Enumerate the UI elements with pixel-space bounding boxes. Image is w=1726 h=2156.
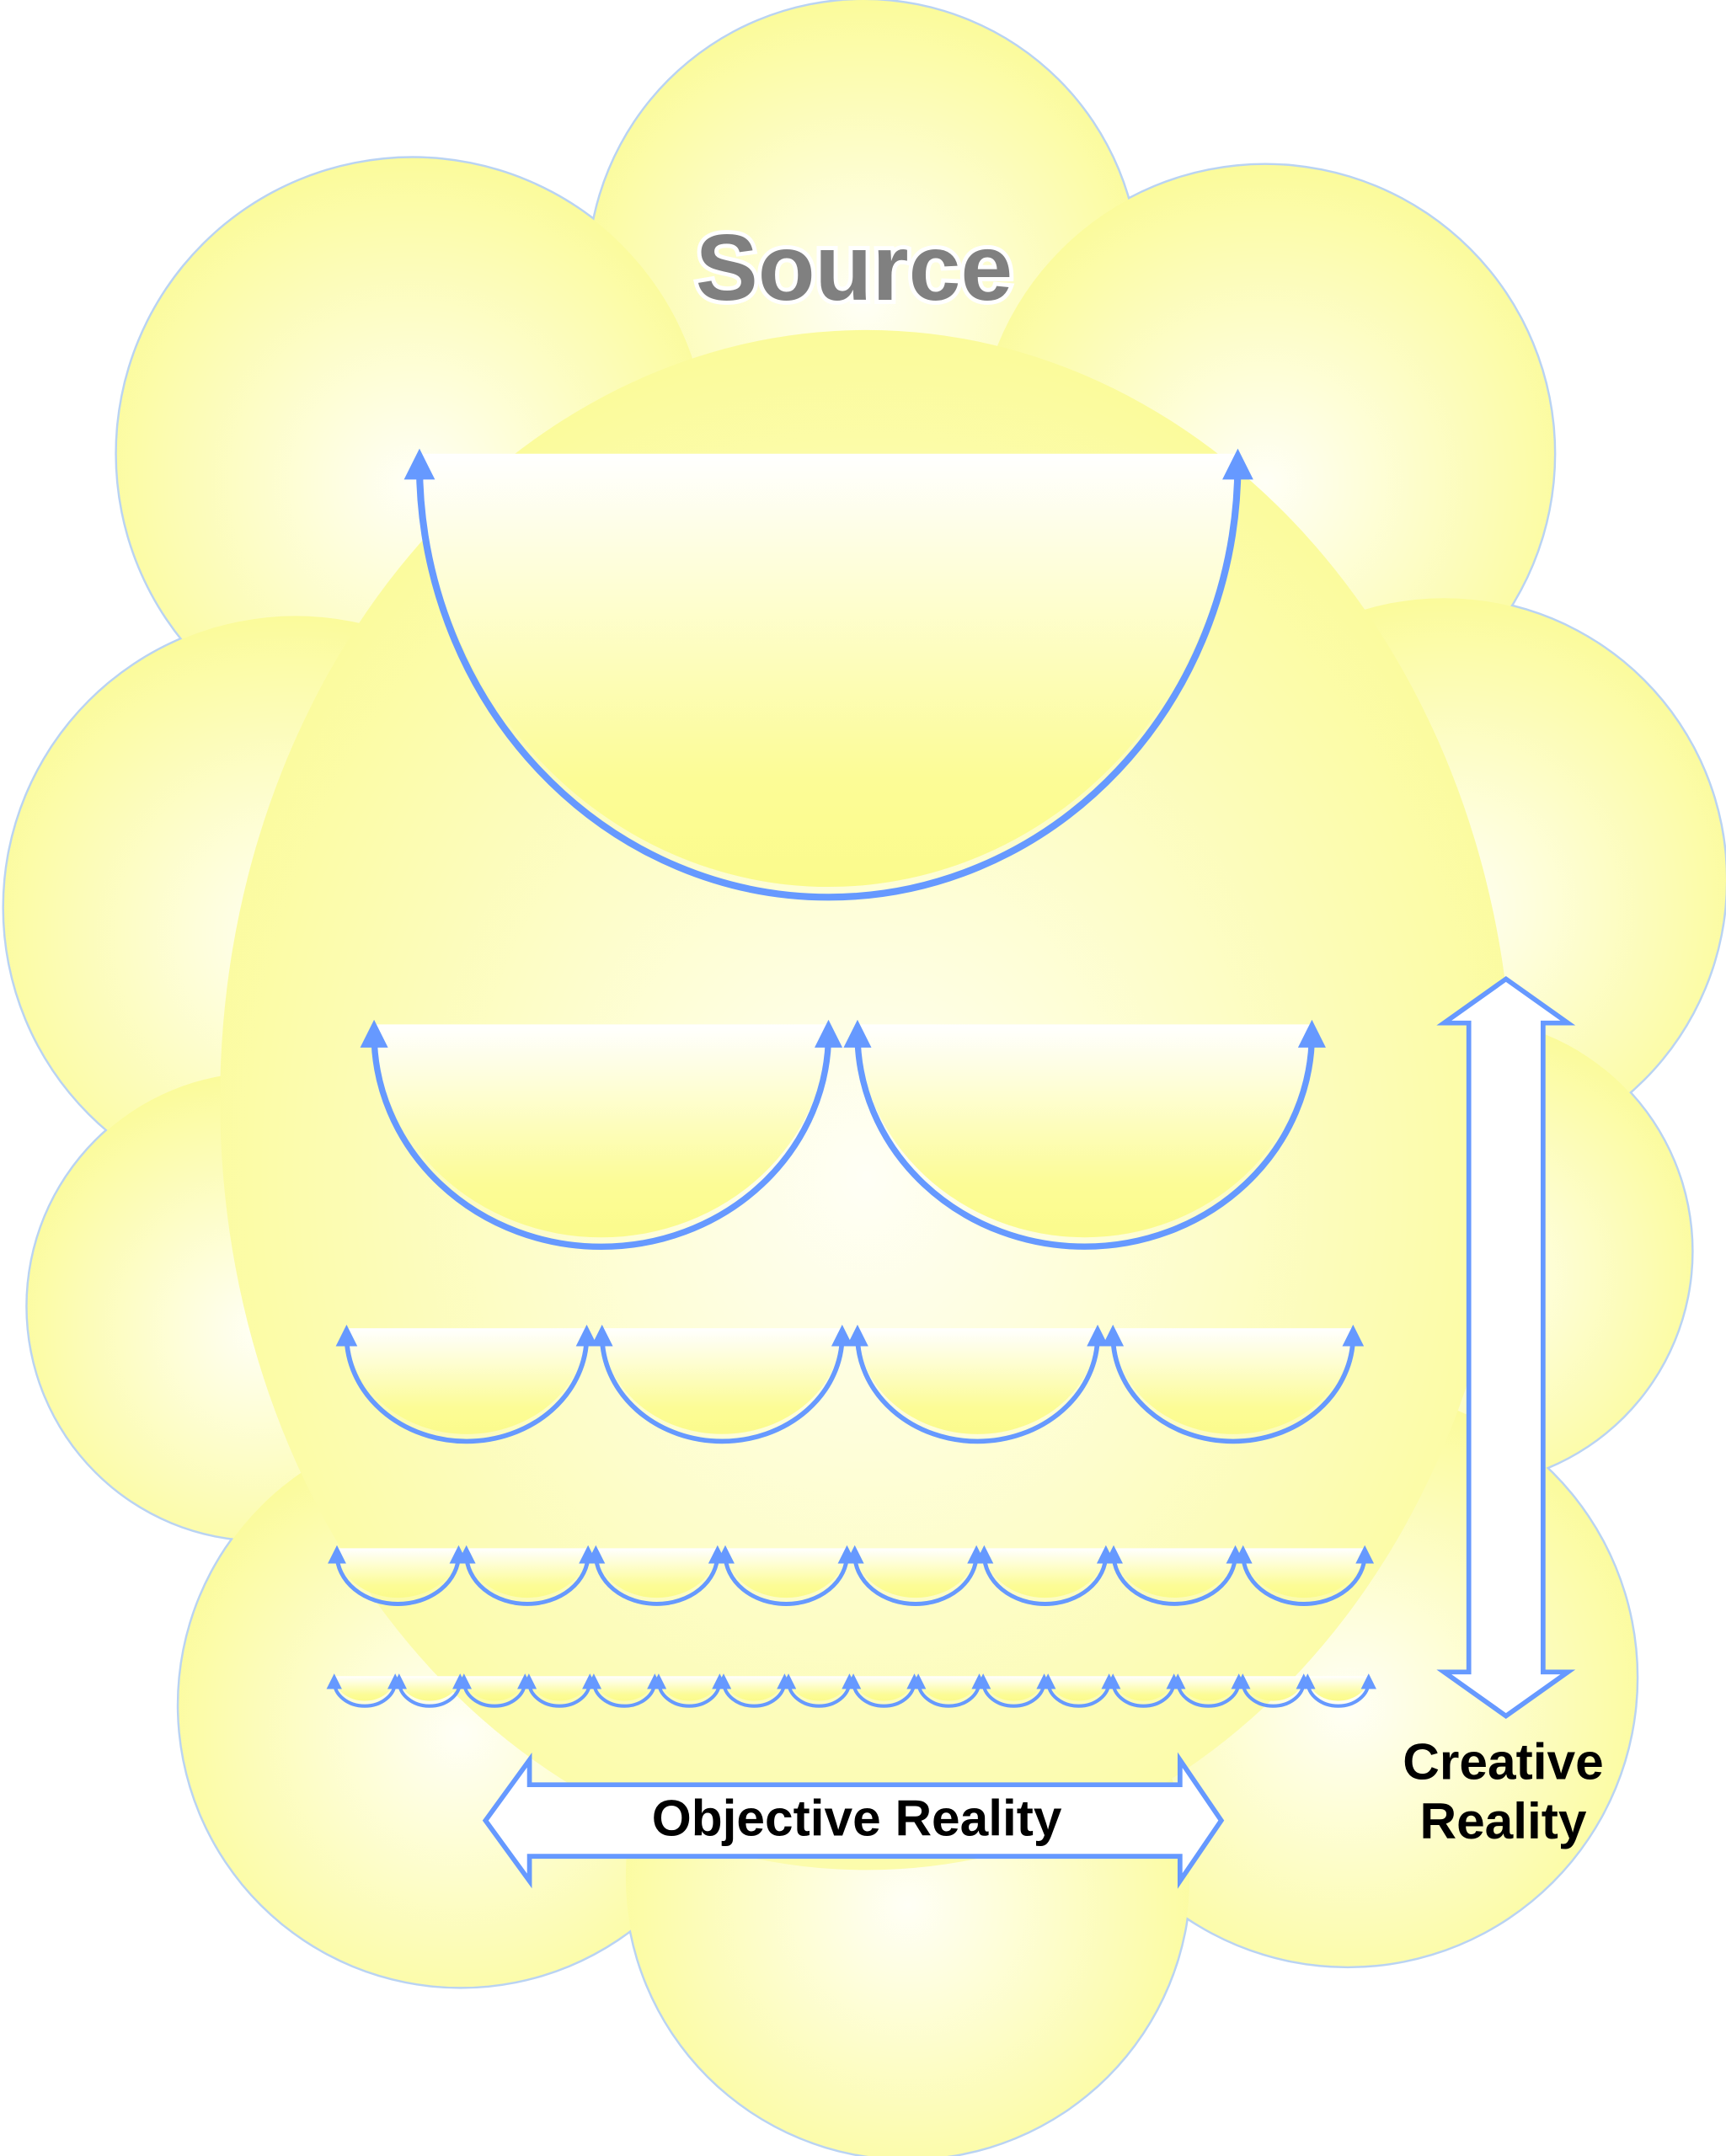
cycle-bowl	[1113, 1328, 1354, 1434]
cycle-arrow	[715, 1673, 793, 1708]
cycle-arrow	[975, 1545, 1115, 1606]
cycle-arrow	[1105, 1673, 1182, 1708]
cycle-bowl	[857, 1024, 1312, 1238]
cycle-arrow	[1300, 1673, 1376, 1708]
cycle-arrow	[328, 1545, 468, 1606]
cycle-bowl	[346, 1328, 587, 1434]
cycle-arrow	[780, 1673, 858, 1708]
cycle-arrow	[843, 1019, 1326, 1251]
cycle-arrow	[716, 1545, 857, 1606]
creative-reality-arrow	[1436, 975, 1576, 1720]
cycle-arrow	[845, 1673, 922, 1708]
cycle-arrow	[650, 1673, 728, 1708]
cycle-level-5	[326, 1673, 1376, 1708]
cycle-level-1	[403, 448, 1253, 901]
cycle-arrow	[1170, 1673, 1247, 1708]
cycle-bowl	[374, 1024, 829, 1238]
cycle-arrow	[1104, 1545, 1245, 1606]
cycle-arrow	[586, 1545, 727, 1606]
source-title: Source	[696, 215, 1013, 320]
objective-reality-arrow	[482, 1752, 1225, 1889]
cycle-bowl	[601, 1328, 842, 1434]
objective-reality-label: Objective Reality	[652, 1790, 1062, 1847]
cycle-arrow	[585, 1673, 663, 1708]
cycle-arrow	[1102, 1324, 1365, 1444]
cycle-arrow	[910, 1673, 987, 1708]
cycle-arrow	[403, 448, 1253, 901]
cycle-arrow	[521, 1673, 598, 1708]
cycle-arrow	[845, 1545, 986, 1606]
cycle-level-2	[360, 1019, 1326, 1251]
cycle-arrow	[457, 1545, 598, 1606]
cycle-levels	[326, 448, 1376, 1708]
cycle-level-4	[328, 1545, 1375, 1606]
cycle-arrow	[335, 1324, 598, 1444]
creative-reality-label-line1: Creative	[1403, 1733, 1603, 1790]
cycle-arrow	[975, 1673, 1052, 1708]
cycle-arrow	[391, 1673, 468, 1708]
cycle-arrow	[1235, 1673, 1312, 1708]
cycle-arrow	[456, 1673, 533, 1708]
cycle-arrow	[847, 1324, 1109, 1444]
creative-reality-label-line2: Reality	[1419, 1792, 1586, 1849]
cycle-arrow	[1040, 1673, 1117, 1708]
cycle-bowl	[419, 453, 1238, 888]
cycle-arrow	[326, 1673, 403, 1708]
cycle-arrow	[360, 1019, 843, 1251]
cycle-arrow	[590, 1324, 853, 1444]
cycle-level-3	[335, 1324, 1365, 1444]
cycle-arrow	[1233, 1545, 1375, 1606]
cycle-bowl	[857, 1328, 1098, 1434]
